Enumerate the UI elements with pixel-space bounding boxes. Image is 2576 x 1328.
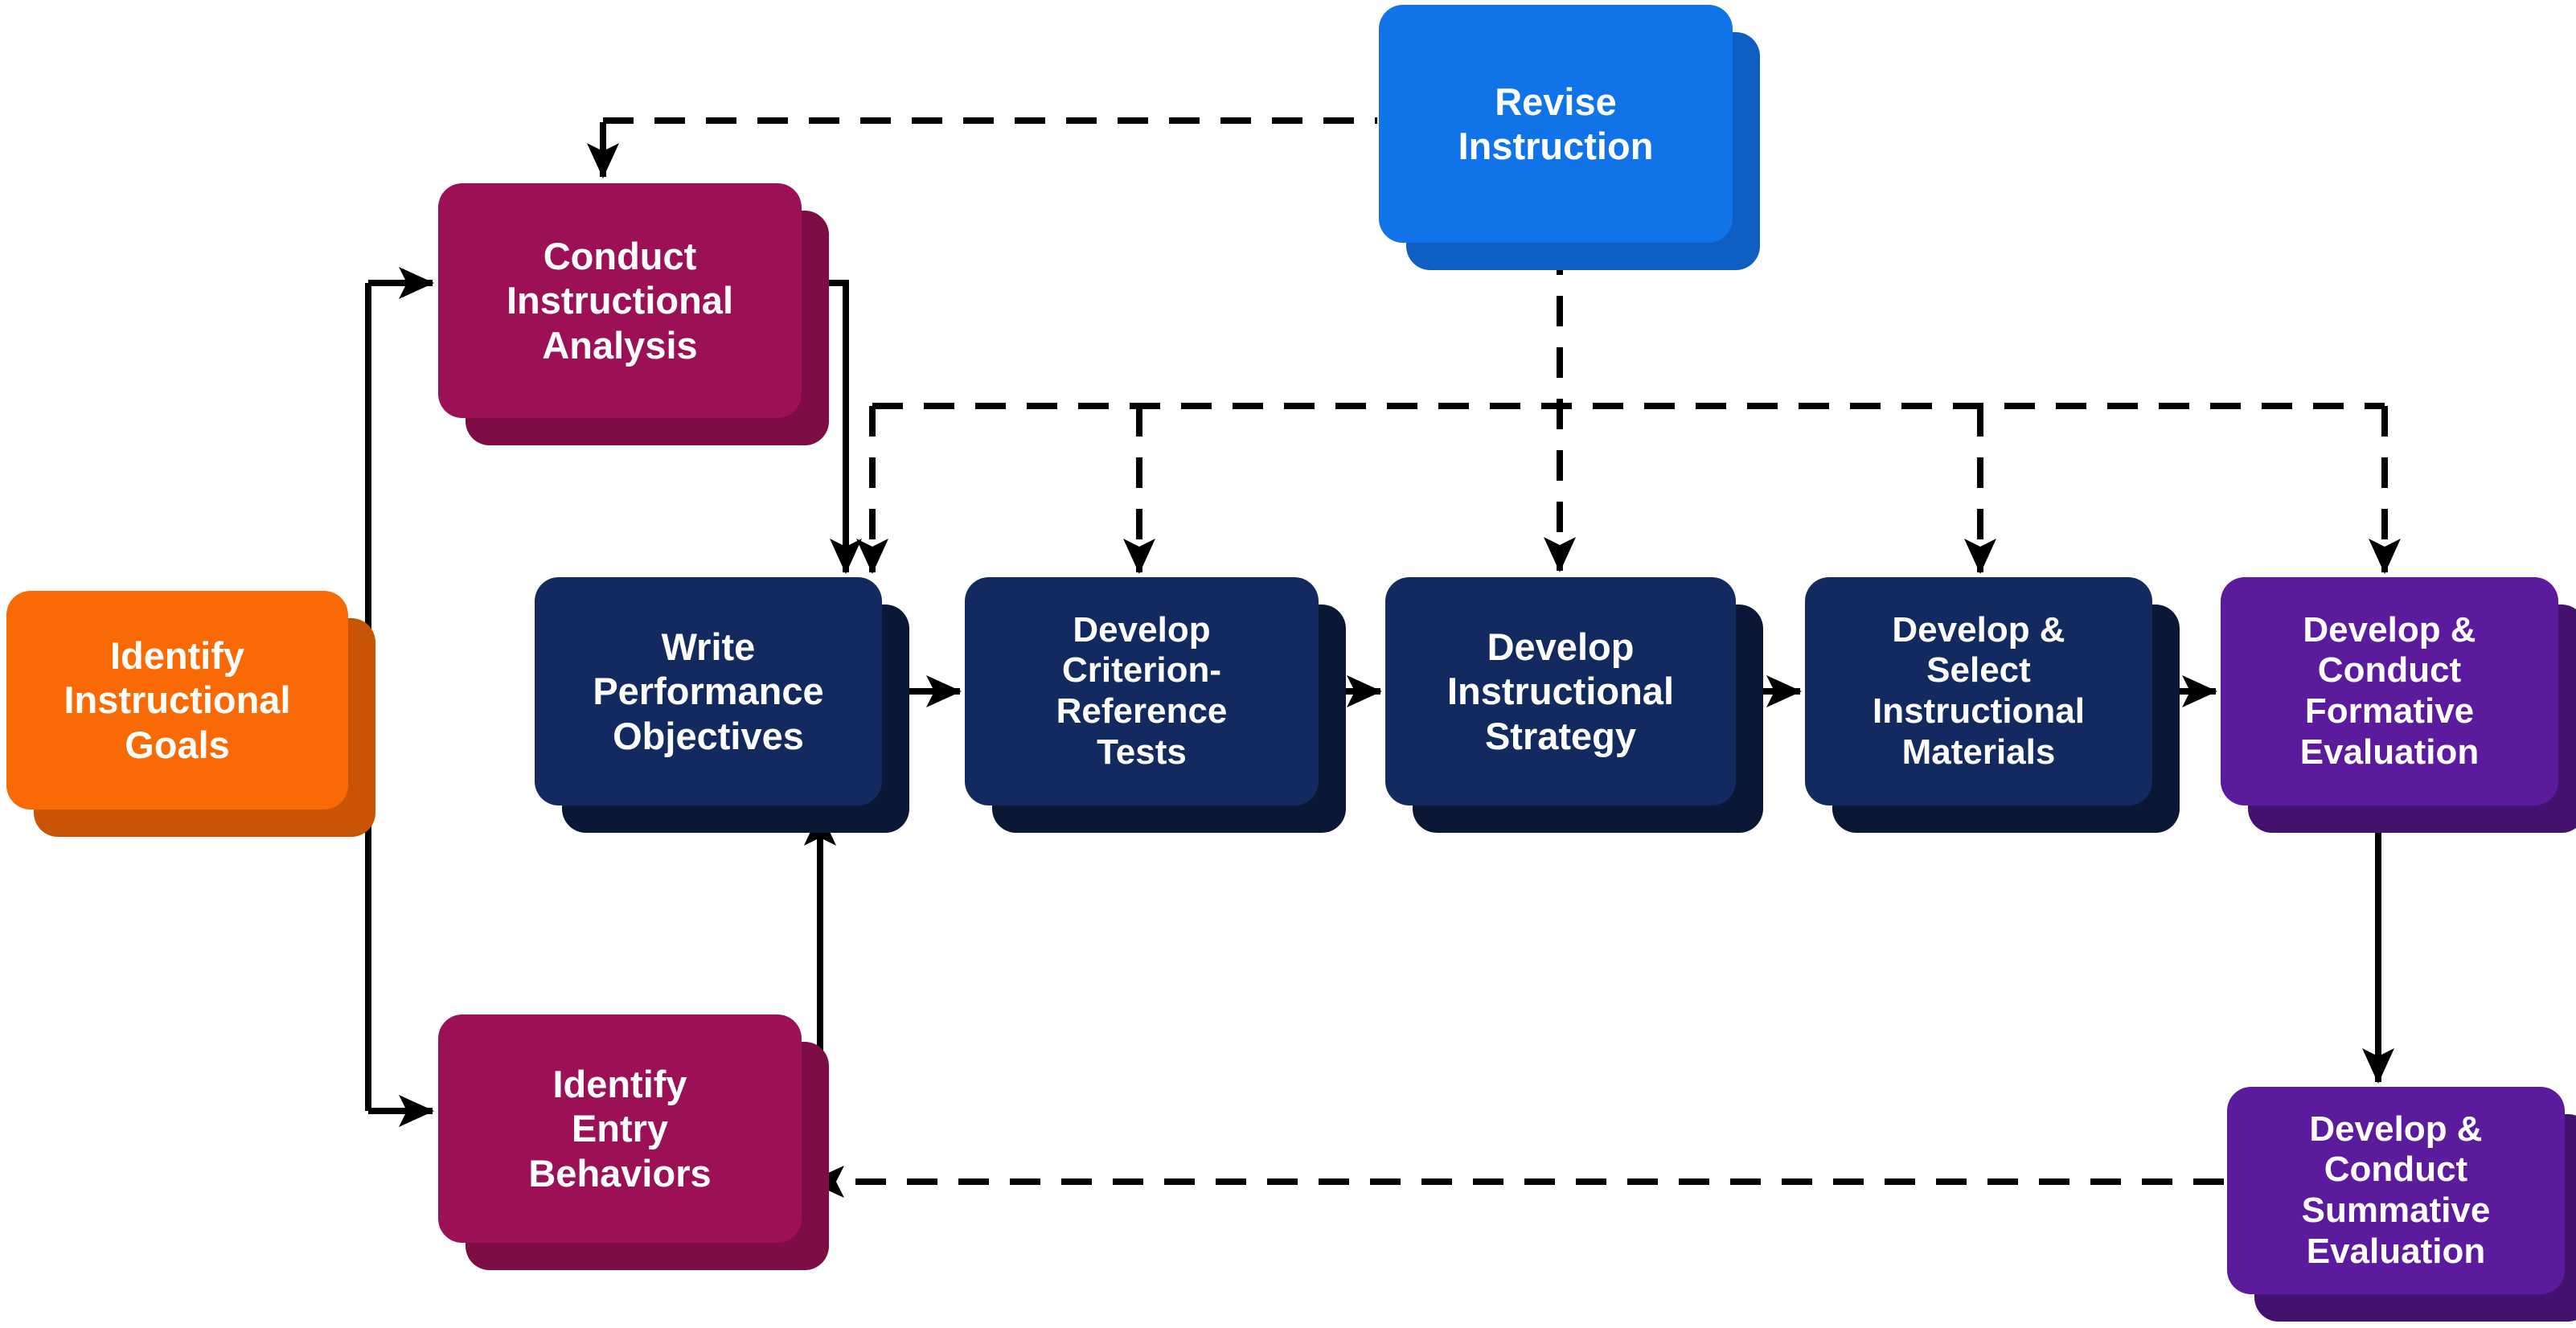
node-develop-conduct-summative-evaluation: Develop & Conduct Summative Evaluation <box>2227 1087 2565 1294</box>
node-revise-instruction: Revise Instruction <box>1379 5 1733 243</box>
edge-entry-to-write <box>802 810 836 1126</box>
edge-conduct-to-write <box>802 280 862 574</box>
node-label: Develop & Conduct Summative Evaluation <box>2301 1109 2491 1271</box>
node-label: Develop & Conduct Formative Evaluation <box>2299 609 2480 772</box>
node-label: Revise Instruction <box>1458 80 1654 167</box>
node-conduct-instructional-analysis: Conduct Instructional Analysis <box>438 183 802 418</box>
node-label: Develop Instructional Strategy <box>1446 625 1675 757</box>
node-develop-conduct-formative-evaluation: Develop & Conduct Formative Evaluation <box>2221 577 2558 805</box>
node-label: Develop & Select Instructional Materials <box>1872 609 2086 772</box>
node-label: Identify Instructional Goals <box>64 633 291 766</box>
node-label: Develop Criterion- Reference Tests <box>1056 609 1228 772</box>
node-identify-entry-behaviors: Identify Entry Behaviors <box>438 1014 802 1243</box>
node-develop-criterion-reference-tests: Develop Criterion- Reference Tests <box>965 577 1319 805</box>
node-develop-select-instructional-materials: Develop & Select Instructional Materials <box>1805 577 2152 805</box>
node-develop-instructional-strategy: Develop Instructional Strategy <box>1385 577 1736 805</box>
node-write-performance-objectives: Write Performance Objectives <box>535 577 882 805</box>
node-identify-instructional-goals: Identify Instructional Goals <box>6 591 348 810</box>
node-label: Write Performance Objectives <box>593 625 824 757</box>
node-label: Identify Entry Behaviors <box>528 1062 712 1195</box>
node-label: Conduct Instructional Analysis <box>506 234 734 367</box>
edge-goals-branch-line <box>347 283 371 1111</box>
